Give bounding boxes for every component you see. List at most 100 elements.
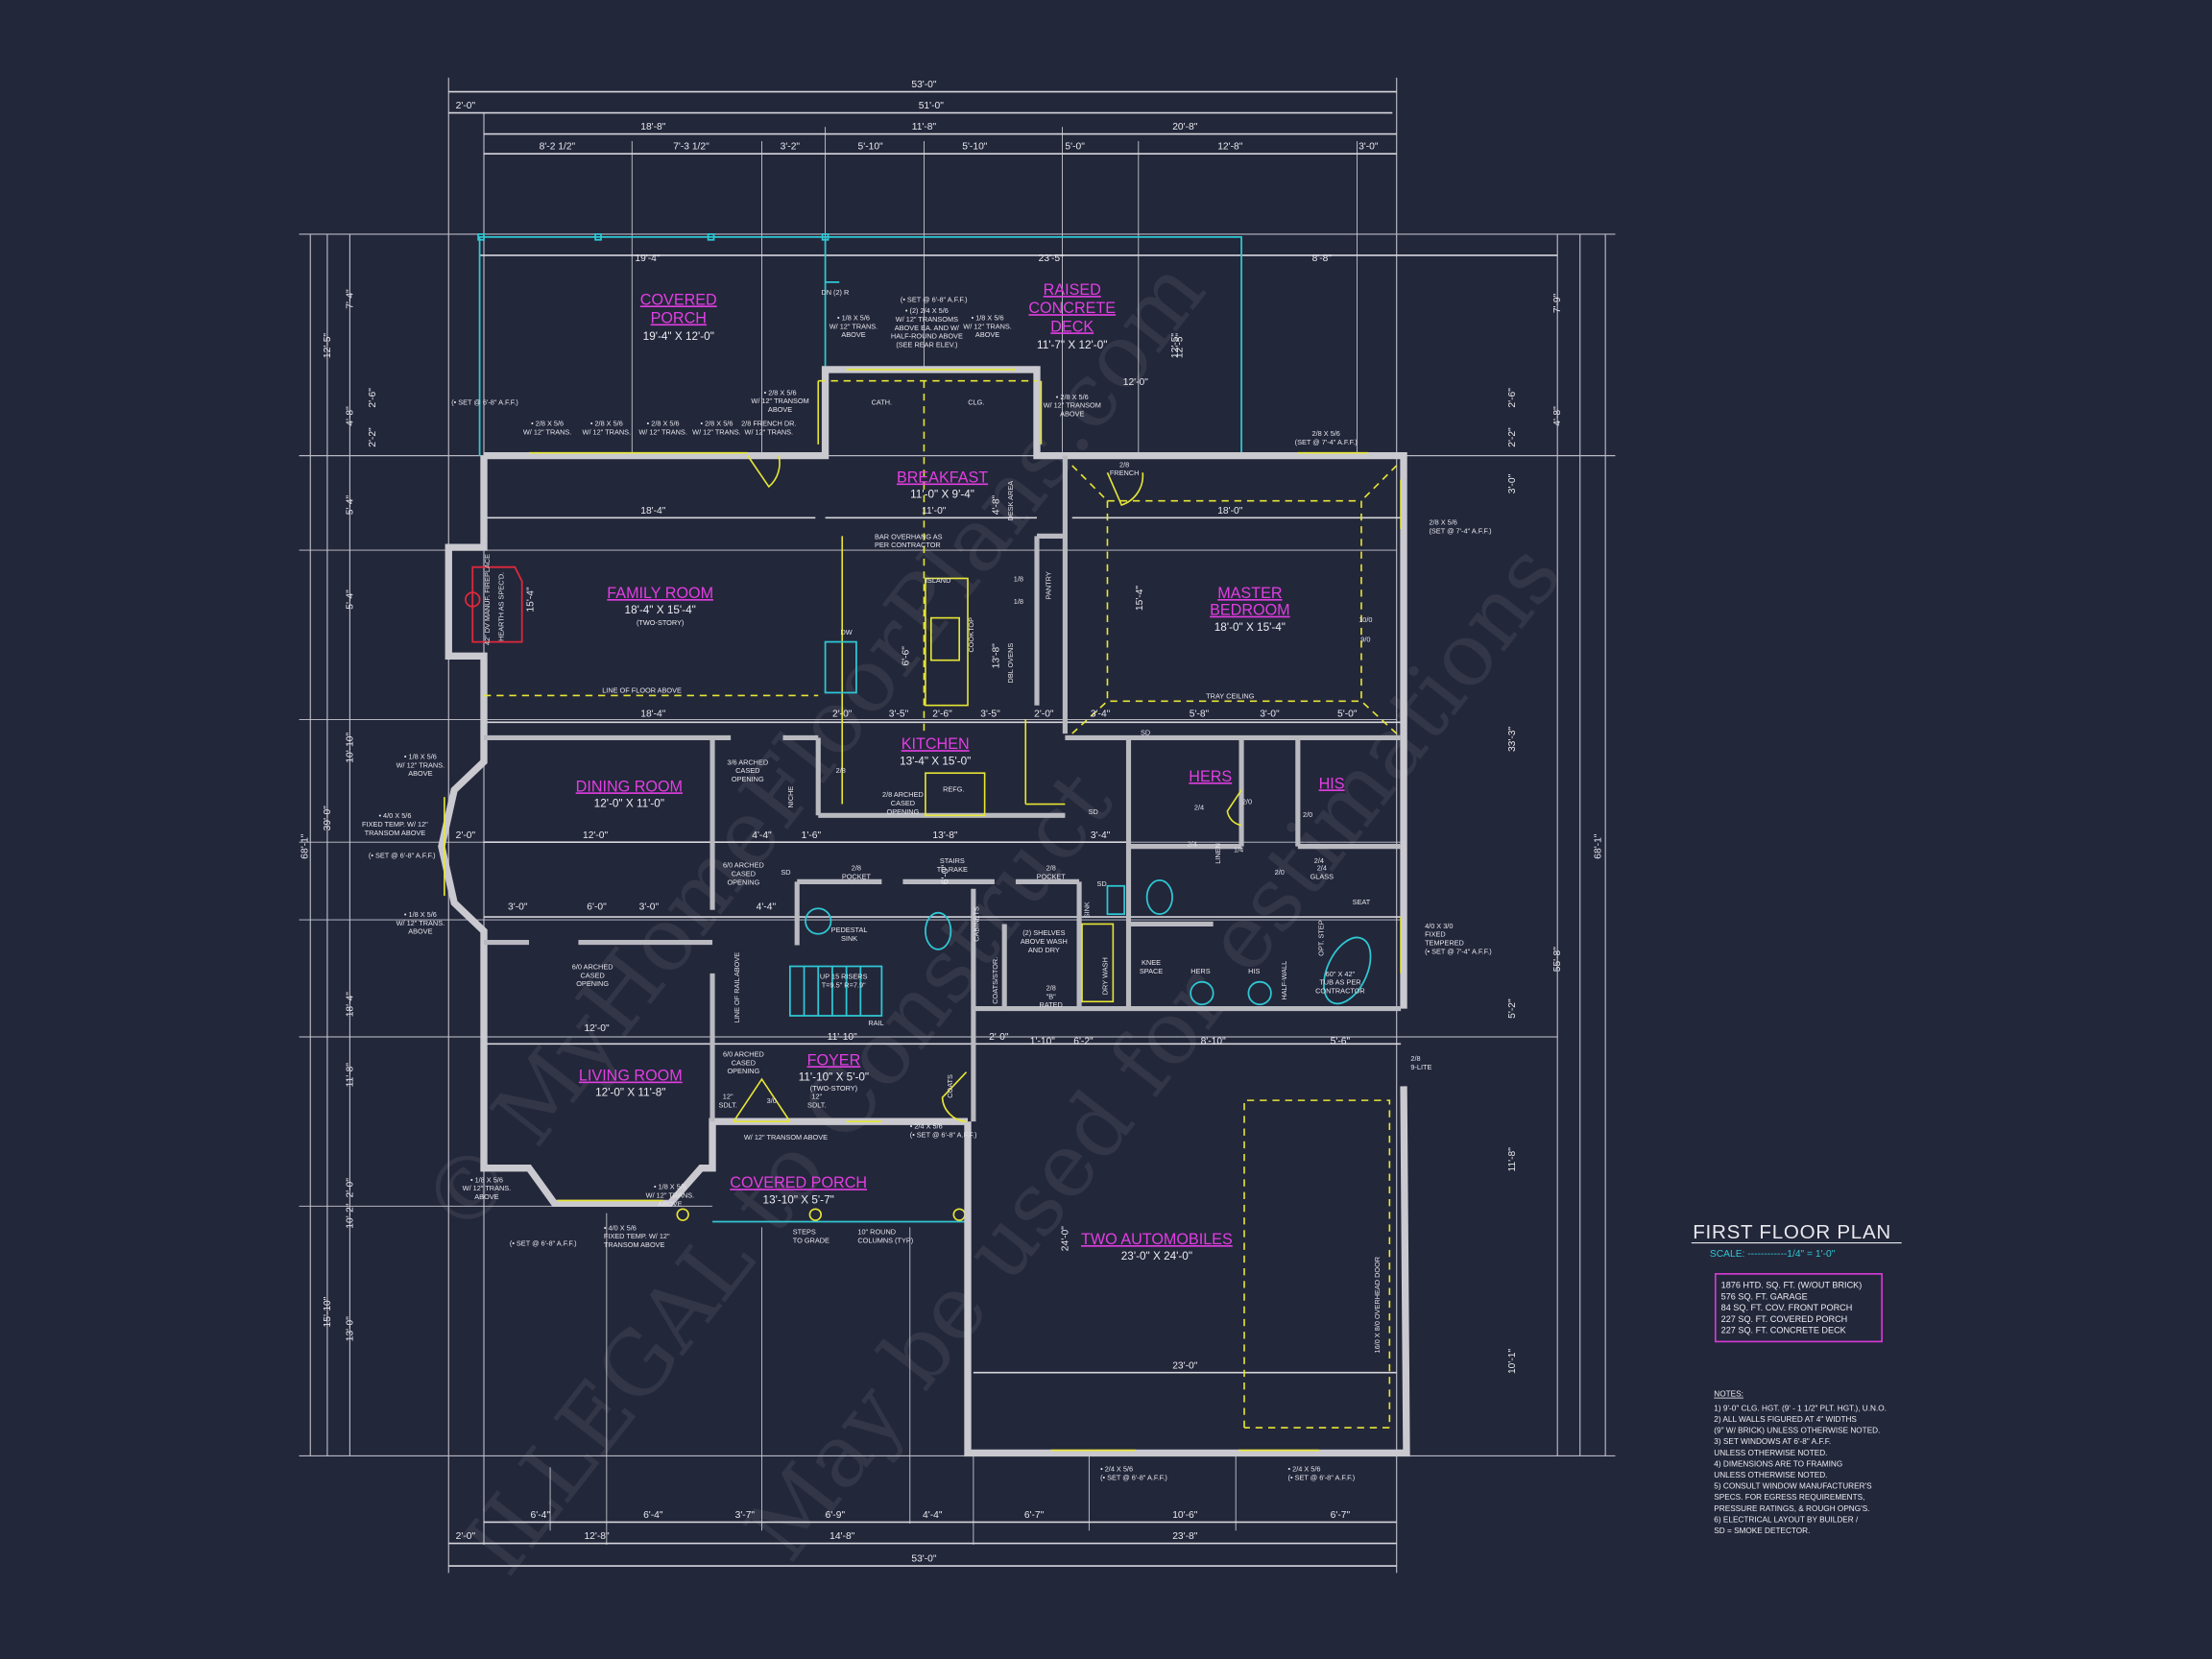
room-name: FOYER xyxy=(807,1051,861,1069)
dimension-label: 53'-0" xyxy=(911,1554,937,1565)
dimension-label: 13'-8" xyxy=(932,830,958,841)
annotation-text: 6/0 ARCHED xyxy=(572,962,613,971)
annotation-text: • 1/8 X 5/6 xyxy=(654,1183,686,1191)
annotation-text: TUB AS PER xyxy=(1319,978,1360,987)
dimension-label: 10'-6" xyxy=(1172,1510,1198,1521)
dimension-label: 3'-4" xyxy=(1091,709,1111,719)
dimension-label: 12'-0" xyxy=(1123,377,1149,388)
dimension-label: 33'-3" xyxy=(1507,727,1518,753)
annotation-text: (SEE REAR ELEV.) xyxy=(896,340,957,349)
vertical-label: NICHE xyxy=(786,786,795,808)
dimension-label: 11'-0" xyxy=(922,506,947,517)
annotation-text: SINK xyxy=(841,934,857,943)
annotation-text: 2/4 xyxy=(1194,803,1204,811)
dimension-label: 11'-8" xyxy=(912,122,937,132)
annotation-text: OPENING xyxy=(576,979,609,988)
dimension-label: 15'-4" xyxy=(525,587,536,613)
annotation-text: 1/8 xyxy=(1014,597,1023,606)
dimension-label: 6'-2" xyxy=(1073,1036,1094,1046)
dimension-label: 2'-6" xyxy=(368,388,378,408)
dimension-lines xyxy=(448,90,1558,1567)
toilet-icon xyxy=(925,911,952,950)
dimension-label: 5'-2" xyxy=(1507,998,1518,1019)
dimension-label: 2'-0" xyxy=(456,1531,476,1542)
dimension-label: 3'-0" xyxy=(1358,142,1379,153)
annotation-text: • 2/4 X 5/6 xyxy=(910,1122,943,1131)
annotation-text: • 2/8 X 5/6 xyxy=(531,420,564,428)
room-size: 12'-0" X 11'-0" xyxy=(594,797,664,809)
room-size: 11'-0" X 9'-4" xyxy=(910,489,974,501)
column-icon xyxy=(808,1208,822,1221)
area-summary-line: 227 SQ. FT. CONCRETE DECK xyxy=(1721,1326,1846,1335)
annotation-text: ISLAND xyxy=(926,576,950,585)
dimension-label: 24'-0" xyxy=(1060,1226,1070,1252)
annotation-text: • 2/8 X 5/6 xyxy=(590,420,623,428)
dimension-label: 12'-5" xyxy=(1174,333,1185,359)
annotation-text: W/ 12" TRANS. xyxy=(638,428,687,437)
dimension-label: 15'-4" xyxy=(1135,586,1145,612)
annotation-text: RATED xyxy=(1040,1000,1063,1009)
annotation-text: BAR OVERHANG AS xyxy=(875,532,943,541)
room-size: 13'-4" X 15'-0" xyxy=(900,755,971,767)
annotation-text: (• SET @ 7'-4" A.F.F.) xyxy=(1425,947,1492,955)
note-line: UNLESS OTHERWISE NOTED. xyxy=(1714,1471,1827,1479)
annotation-text: (SET @ 7'-4" A.F.F.) xyxy=(1429,526,1491,535)
annotation-text: • (2) 2/4 X 5/6 xyxy=(905,306,949,315)
vertical-label: OPT. STEP xyxy=(1316,920,1325,956)
annotation-text: PER CONTRACTOR xyxy=(875,541,941,549)
annotation-text: TRAY CEILING xyxy=(1206,691,1255,700)
annotation-text: REFG. xyxy=(943,784,964,793)
annotation-text: TO GRADE xyxy=(793,1237,830,1245)
annotation-text: CONTRACTOR xyxy=(1315,986,1365,995)
note-line: 3) SET WINDOWS AT 6'-8" A.F.F. xyxy=(1714,1437,1831,1446)
annotation-text: (• SET @ 6'-8" A.F.F.) xyxy=(901,295,968,303)
annotation-text: (• SET @ 6'-8" A.F.F.) xyxy=(1100,1473,1167,1481)
annotation-text: DW xyxy=(841,628,853,637)
room-master-bedroom: MASTER BEDROOM 18'-0" X 15'-4" xyxy=(1210,585,1289,634)
room-name: DECK xyxy=(1050,318,1094,335)
annotation-text: CASED xyxy=(891,799,915,807)
dimension-label: 2'-6" xyxy=(1507,388,1518,408)
annotation-text: • 1/8 X 5/6 xyxy=(972,314,1004,323)
annotation-text: 2/4 xyxy=(1317,864,1327,873)
vertical-label: DRY xyxy=(1100,980,1109,995)
annotation-text: CASED xyxy=(735,766,759,775)
dimension-label: 51'-0" xyxy=(919,101,945,111)
room-name: BEDROOM xyxy=(1210,602,1289,619)
dimension-label: 5'-0" xyxy=(1065,142,1085,153)
vertical-label: 42" DV MANUF. FIREPLACE xyxy=(483,554,492,645)
vertical-label: COATS/STOR. xyxy=(991,957,999,1004)
dimension-label: 1'-6" xyxy=(802,830,822,841)
dimension-label: 3'-0" xyxy=(1260,709,1280,719)
annotation-text: (• SET @ 6'-8" A.F.F.) xyxy=(910,1130,977,1139)
dimension-label: 6'-0" xyxy=(940,864,950,884)
dimension-label: 20'-8" xyxy=(1172,122,1198,132)
annotations: DN (2) R(• SET @ 6'-8" A.F.F.)• (2) 2/4 … xyxy=(362,288,1492,1481)
vertical-label: DESK AREA xyxy=(1006,481,1015,521)
dimension-label: 3'-0" xyxy=(508,902,528,913)
annotation-text: OPENING xyxy=(727,1067,759,1075)
annotation-text: CASED xyxy=(732,1058,756,1067)
dimension-label: 4'-8" xyxy=(991,494,1001,515)
note-line: UNLESS OTHERWISE NOTED. xyxy=(1714,1449,1827,1457)
annotation-text: • 1/8 X 5/6 xyxy=(404,910,437,919)
dimension-label: 18'-8" xyxy=(640,122,666,132)
vertical-label: WASH xyxy=(1100,957,1109,978)
annotation-text: 4/0 X 3/0 xyxy=(1425,922,1453,930)
annotation-text: W/ 12" TRANS. xyxy=(963,322,1012,330)
annotation-text: SD xyxy=(1089,807,1098,816)
vertical-label: HALF-WALL xyxy=(1280,961,1288,1000)
annotation-text: SDLT. xyxy=(718,1100,736,1109)
sink-icon xyxy=(1247,980,1272,1006)
note-line: SPECS. FOR EGRESS REQUIREMENTS, xyxy=(1714,1493,1864,1502)
annotation-text: ABOVE xyxy=(474,1192,498,1201)
annotation-text: STAIRS xyxy=(940,856,965,865)
annotation-text: • 2/4 X 5/6 xyxy=(1100,1465,1133,1474)
annotation-text: 2/8 X 5/6 xyxy=(1429,518,1456,527)
annotation-text: 9-LITE xyxy=(1410,1063,1431,1071)
dimension-label: 6'-9" xyxy=(826,1510,846,1521)
dimension-label: 3'-5" xyxy=(980,709,1000,719)
vertical-label: LINEN xyxy=(1214,843,1222,864)
note-line: 4) DIMENSIONS ARE TO FRAMING xyxy=(1714,1459,1842,1468)
room-name: BREAKFAST xyxy=(897,469,988,487)
